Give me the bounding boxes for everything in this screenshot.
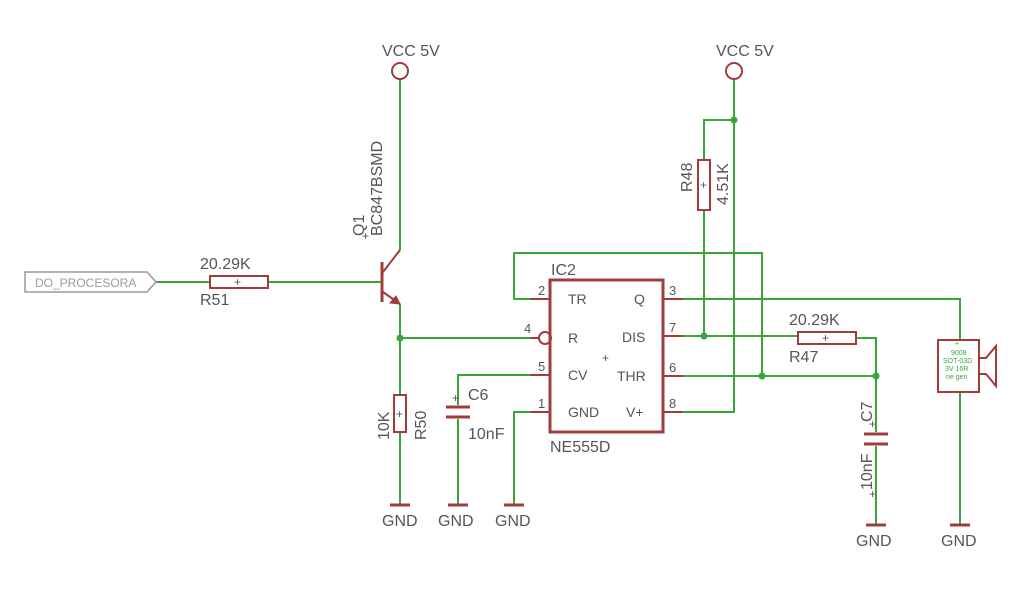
r50-value: 10K — [376, 411, 393, 440]
pin-number: 6 — [669, 360, 676, 375]
c6-value: 10nF — [468, 426, 505, 443]
pin-label: THR — [617, 368, 646, 384]
buzzer-speaker: + 9008 SOT-03D 3V 16R ne gen — [937, 339, 997, 393]
reset-inversion-bubble — [538, 331, 552, 345]
gnd-label: GND — [856, 533, 892, 550]
ic2-name: IC2 — [551, 262, 576, 279]
pin-label: Q — [634, 291, 645, 307]
pin-label: V+ — [626, 404, 644, 420]
r47-name: R47 — [789, 349, 818, 366]
svg-text:+: + — [822, 331, 829, 345]
svg-text:+: + — [700, 178, 707, 192]
r47-value: 20.29K — [789, 312, 840, 329]
pin-number: 3 — [669, 283, 676, 298]
vcc-right-label: VCC 5V — [716, 43, 774, 60]
pin-label: DIS — [622, 329, 645, 345]
gnd-symbol-c6: GND — [438, 503, 474, 530]
pin-number: 1 — [538, 396, 545, 411]
gnd-symbol-r50: GND — [382, 503, 418, 530]
svg-text:+: + — [396, 407, 403, 421]
svg-text:+: + — [955, 341, 959, 348]
gnd-symbol-ic: GND — [495, 503, 531, 530]
junction-emitter — [396, 334, 404, 342]
port-label: DO_PROCESORA — [35, 276, 136, 290]
svg-text:+: + — [452, 391, 459, 405]
junction-c7 — [872, 372, 880, 380]
pin-number: 7 — [669, 320, 676, 335]
wire-q-buzzer — [663, 298, 961, 340]
ic2-part: NE555D — [550, 439, 610, 456]
wire-tr-loop — [513, 252, 763, 376]
buzzer-line: 9008 — [951, 350, 967, 357]
buzzer-line: 3V 16R — [945, 366, 968, 373]
svg-text:+: + — [234, 275, 241, 289]
gnd-label: GND — [495, 513, 531, 530]
wire-vcc-r48 — [703, 119, 734, 160]
junctions — [396, 116, 880, 380]
svg-text:+: + — [869, 487, 876, 501]
q1-name: Q1 — [351, 215, 368, 236]
junction-dis — [700, 332, 708, 340]
vcc-symbol-left: VCC 5V — [382, 43, 440, 80]
gnd-label: GND — [941, 533, 977, 550]
input-port-do-procesora: DO_PROCESORA — [24, 271, 158, 293]
gnd-label: GND — [382, 513, 418, 530]
wire-r47-thr — [856, 337, 877, 376]
pin-label: R — [568, 330, 578, 346]
r50-name: R50 — [413, 411, 430, 440]
wires — [155, 80, 961, 525]
r48-name: R48 — [679, 163, 696, 192]
transistor-q1: + Q1 BC847BSMD — [351, 141, 401, 305]
resistor-r47: + 20.29K R47 — [789, 312, 857, 366]
pin-number: 4 — [524, 321, 531, 336]
junction-thr — [758, 372, 766, 380]
vcc-symbol-right: VCC 5V — [716, 43, 774, 80]
capacitor-c7: + + C7 10nF — [859, 401, 888, 501]
r51-name: R51 — [200, 292, 229, 309]
gnd-symbol-c7: GND — [856, 523, 892, 550]
pin-label: TR — [568, 291, 587, 307]
capacitor-c6: + C6 10nF — [446, 387, 505, 443]
wire-cv-c6 — [457, 374, 550, 405]
r48-value: 4.51K — [715, 163, 732, 205]
buzzer-line: SOT-03D — [943, 358, 972, 365]
resistor-r51: + 20.29K R51 — [200, 256, 269, 309]
gnd-label: GND — [438, 513, 474, 530]
pin-label: CV — [568, 367, 588, 383]
vcc-left-label: VCC 5V — [382, 43, 440, 60]
svg-text:+: + — [362, 229, 369, 243]
wire-pin1-gnd — [513, 411, 550, 505]
resistor-r48: + R48 4.51K — [679, 159, 732, 211]
pin-number: 5 — [538, 359, 545, 374]
resistor-r50: + 10K R50 — [376, 394, 430, 440]
ic2-ne555: IC2 NE555D + 2 4 5 1 TR R CV GND 3 7 6 8… — [524, 262, 683, 456]
gnd-symbol-buzzer: GND — [941, 523, 977, 550]
r51-value: 20.29K — [200, 256, 251, 273]
junction-vcc-right — [730, 116, 738, 124]
pin-number: 2 — [538, 283, 545, 298]
c7-value: 10nF — [859, 453, 876, 490]
c6-name: C6 — [468, 387, 489, 404]
wire-vcc-right — [663, 80, 735, 413]
svg-text:+: + — [602, 351, 609, 365]
pin-label: GND — [568, 404, 599, 420]
pin-number: 8 — [669, 396, 676, 411]
buzzer-line: ne gen — [946, 374, 968, 381]
q1-value: BC847BSMD — [369, 141, 386, 236]
c7-name: C7 — [859, 401, 876, 422]
svg-text:+: + — [869, 417, 876, 431]
